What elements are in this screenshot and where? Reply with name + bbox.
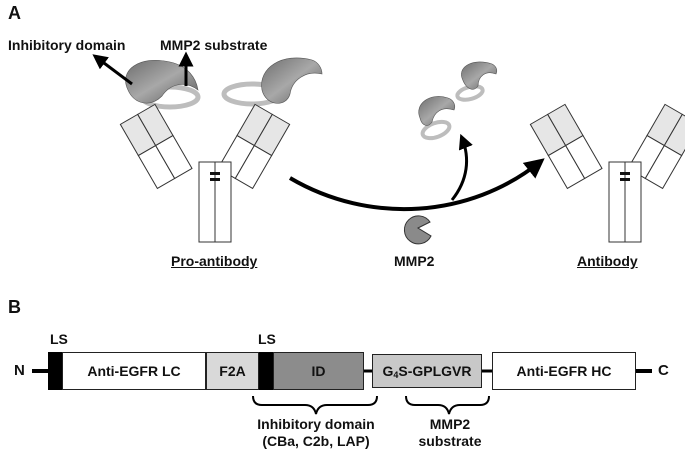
- substrate-sequence: G4S-GPLGVR: [382, 362, 472, 380]
- ls-block-2: [259, 352, 273, 390]
- release-arrow: [450, 133, 473, 201]
- id-brace: [252, 395, 378, 415]
- mmp2-label: MMP2: [394, 253, 435, 269]
- released-domains: [418, 61, 498, 141]
- ls-label-1: LS: [50, 331, 68, 347]
- mmp2-substrate-label: MMP2 substrate: [160, 37, 268, 53]
- antibody-label: Antibody: [577, 253, 638, 269]
- panel-a-letter: A: [8, 3, 21, 23]
- antibody: [529, 103, 685, 243]
- segment-f2a: F2A: [206, 352, 259, 390]
- pro-antibody-label: Pro-antibody: [171, 253, 258, 269]
- construct-map: [32, 352, 652, 415]
- cleavage-arrow: [288, 158, 545, 211]
- inhibitory-arrow: [92, 54, 133, 86]
- mmp2-enzyme-icon: [403, 215, 432, 245]
- segment-id: ID: [273, 352, 364, 390]
- ls-label-2: LS: [258, 331, 276, 347]
- id-caption: Inhibitory domain (CBa, C2b, LAP): [257, 416, 375, 449]
- panel-b-letter: B: [8, 297, 21, 317]
- c-terminus-label: C: [658, 362, 669, 379]
- segment-anti-egfr-hc: Anti-EGFR HC: [492, 352, 636, 390]
- pro-antibody: [119, 57, 323, 243]
- inhibitory-domain-shape: [125, 60, 199, 104]
- mmp2-caption: MMP2 substrate: [418, 416, 482, 449]
- inhibitory-domain-label: Inhibitory domain: [8, 37, 126, 53]
- segment-anti-egfr-lc: Anti-EGFR LC: [62, 352, 206, 390]
- mmp2-brace: [405, 395, 490, 415]
- segment-mmp2-substrate: G4S-GPLGVR: [372, 354, 482, 388]
- n-terminus-label: N: [14, 362, 25, 379]
- ls-block-1: [48, 352, 62, 390]
- inhibitory-domain-shape: [261, 57, 323, 104]
